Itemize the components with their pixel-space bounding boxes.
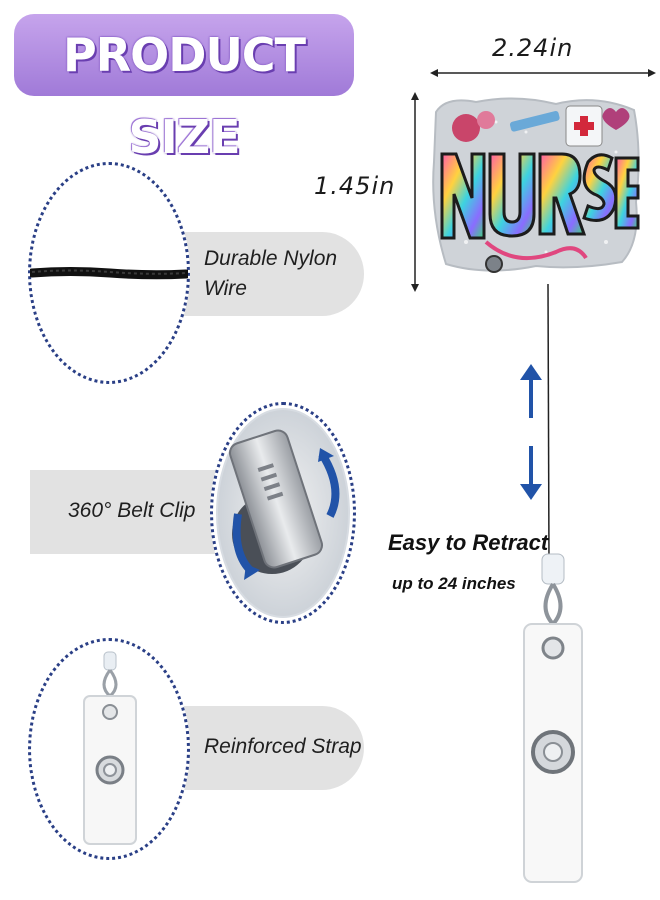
title-banner [14, 14, 354, 96]
nylon-wire-image [30, 267, 188, 280]
width-dimension-line [430, 69, 656, 77]
nurse-badge-image [432, 97, 640, 273]
arrow-up-icon [520, 364, 542, 418]
belt-clip-image [216, 408, 350, 618]
strap-image [83, 651, 137, 845]
feature-label-belt-clip: 360° Belt Clip [68, 499, 196, 522]
page-title: PRODUCT SIZE [63, 28, 306, 164]
height-dimension-label: 1.45in [314, 172, 396, 200]
main-strap-image [523, 553, 583, 883]
feature-label-strap: Reinforced Strap [204, 735, 362, 758]
arrow-down-icon [520, 446, 542, 500]
height-dimension-line [411, 92, 419, 292]
feature-label-nylon-wire: Durable Nylon Wire [204, 247, 338, 300]
retract-cord [547, 284, 550, 564]
width-dimension-label: 2.24in [492, 34, 574, 62]
retract-subtitle: up to 24 inches [392, 574, 516, 593]
retract-title: Easy to Retract [388, 530, 549, 555]
